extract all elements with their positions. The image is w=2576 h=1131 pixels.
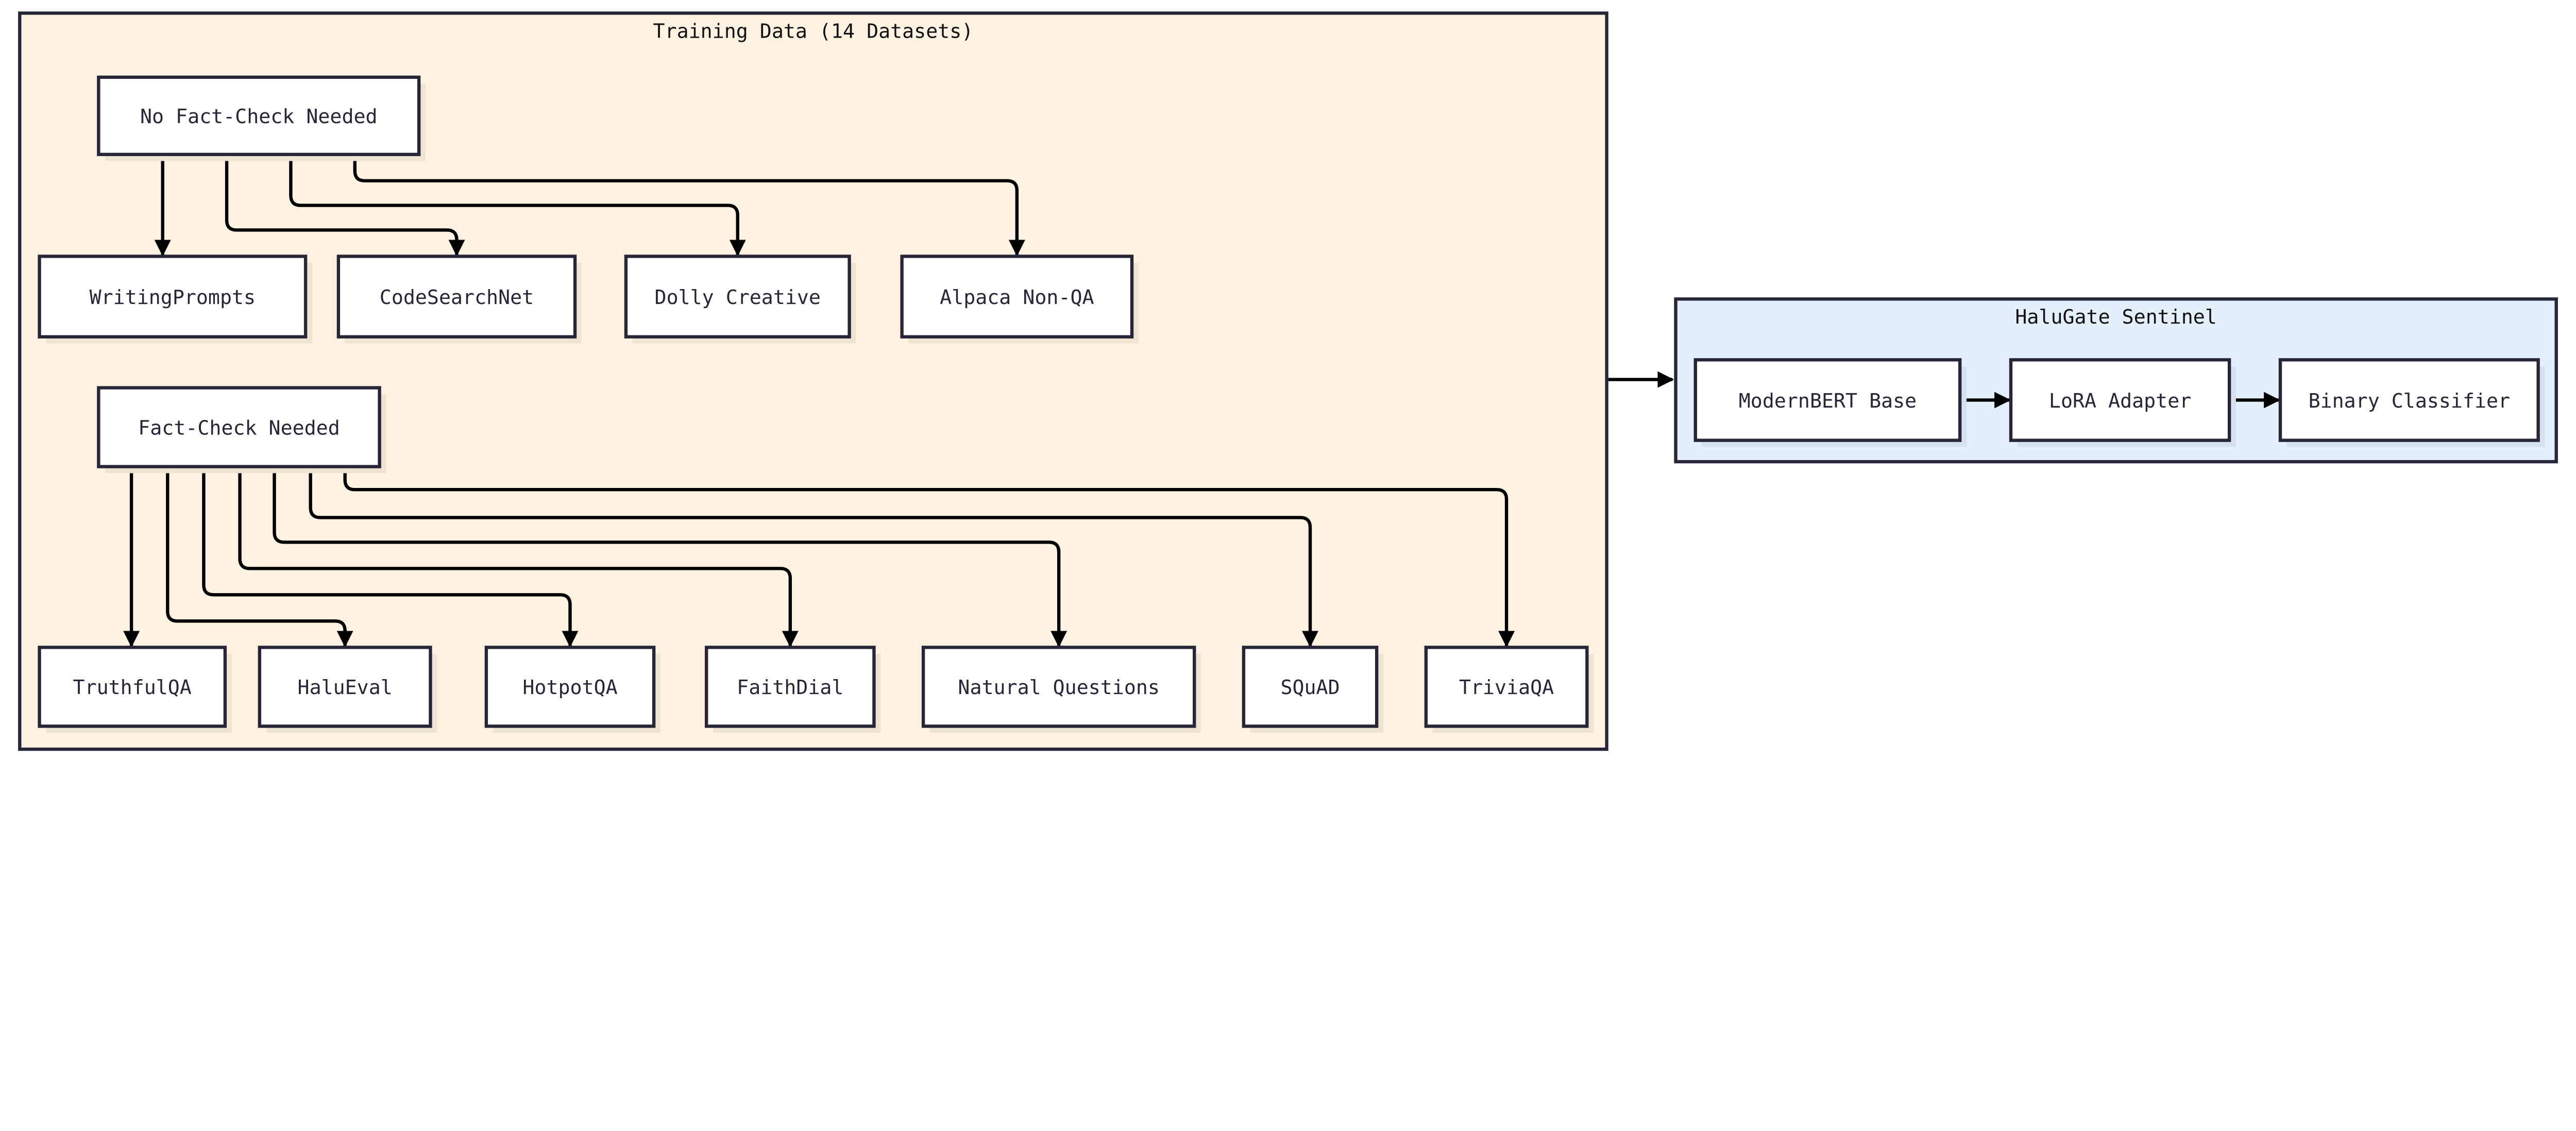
node-box [97, 386, 381, 468]
node-label: WritingPrompts [90, 286, 256, 309]
node-no_fact: No Fact-Check Needed [97, 75, 426, 161]
node-label: CodeSearchNet [380, 286, 534, 309]
node-box [624, 255, 851, 339]
node-writing: WritingPrompts [38, 255, 312, 344]
node-label: Binary Classifier [2309, 390, 2510, 413]
node-box [258, 646, 432, 728]
node-box [97, 75, 421, 156]
node-hotpot: HotpotQA [484, 646, 660, 733]
node-binary: Binary Classifier [2278, 358, 2545, 447]
node-alpaca: Alpaca Non-QA [900, 255, 1139, 344]
edge-no_fact-to-codesearch [225, 154, 465, 257]
node-label: Fact-Check Needed [138, 416, 340, 440]
edge-fact-to-hotpot [202, 466, 579, 648]
node-truthful: TruthfulQA [38, 646, 232, 733]
node-box [921, 646, 1196, 728]
node-label: Natural Questions [958, 676, 1159, 699]
node-squad: SQuAD [1242, 646, 1383, 733]
edge-fact-to-halueval [166, 466, 353, 648]
edge-no_fact-to-alpaca [353, 154, 1025, 257]
node-modernbert: ModernBERT Base [1693, 358, 1967, 447]
node-trivia: TriviaQA [1424, 646, 1594, 733]
edge-fact-to-squad [309, 466, 1318, 648]
node-halueval: HaluEval [258, 646, 437, 733]
node-label: HotpotQA [522, 676, 617, 699]
sentinel-group-title: HaluGate Sentinel [2015, 306, 2216, 329]
node-box [38, 255, 308, 339]
node-box [1424, 646, 1589, 728]
node-label: FaithDial [737, 676, 843, 699]
node-label: SQuAD [1280, 676, 1340, 699]
node-box [704, 646, 876, 728]
edge-fact-to-faithdial [238, 466, 799, 648]
node-nq: Natural Questions [921, 646, 1201, 733]
edge-fact-to-trivia [343, 466, 1515, 648]
node-box [2009, 358, 2231, 442]
node-codesearch: CodeSearchNet [336, 255, 582, 344]
node-lora: LoRA Adapter [2009, 358, 2236, 447]
node-box [1242, 646, 1379, 728]
node-box [336, 255, 577, 339]
node-label: No Fact-Check Needed [140, 105, 378, 128]
node-box [484, 646, 656, 728]
training-group-title: Training Data (14 Datasets) [653, 20, 974, 43]
node-fact: Fact-Check Needed [97, 386, 386, 474]
node-label: LoRA Adapter [2049, 390, 2191, 413]
node-label: TriviaQA [1459, 676, 1554, 699]
edge-no_fact-to-dolly [289, 154, 746, 257]
node-label: Alpaca Non-QA [940, 286, 1094, 309]
edges-layer [123, 154, 2281, 648]
training-pipeline-diagram: Training Data (14 Datasets) HaluGate Sent… [18, 11, 2558, 751]
node-label: ModernBERT Base [1739, 390, 1917, 413]
node-label: TruthfulQA [73, 676, 192, 699]
node-box [2278, 358, 2540, 442]
node-dolly: Dolly Creative [624, 255, 856, 344]
edge-fact-to-nq [273, 466, 1067, 648]
node-label: Dolly Creative [655, 286, 821, 309]
node-box [38, 646, 227, 728]
node-label: HaluEval [298, 676, 393, 699]
node-box [1693, 358, 1962, 442]
node-faithdial: FaithDial [704, 646, 881, 733]
node-box [900, 255, 1134, 339]
